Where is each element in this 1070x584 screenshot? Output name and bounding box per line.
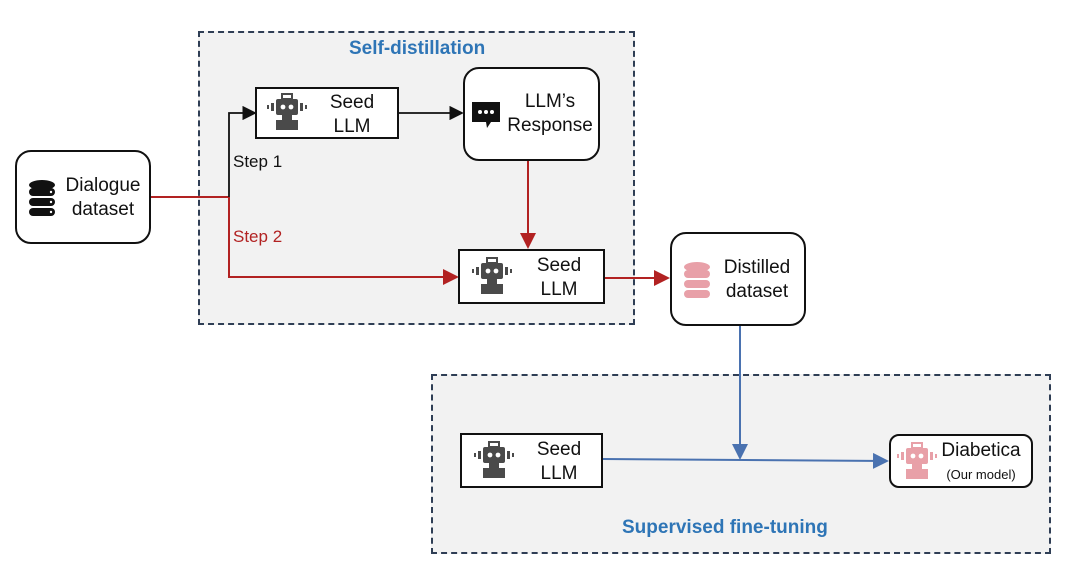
seed-llm-2-line2: LLM <box>540 279 578 300</box>
diabetica-line2: (Our model) <box>946 467 1016 482</box>
step2-label: Step 2 <box>233 227 283 246</box>
diabetica-line1: Diabetica <box>941 440 1021 461</box>
self-distillation-title: Self-distillation <box>349 38 486 59</box>
wire-step1 <box>228 105 257 197</box>
seed-llm-1-line1: Seed <box>329 92 375 113</box>
diabetica-node[interactable]: Diabetica (Our model) <box>889 434 1033 488</box>
distilled-dataset-line1: Distilled <box>723 257 791 278</box>
supervised-finetuning-title: Supervised fine-tuning <box>622 517 828 538</box>
llm-response-line1: LLM’s <box>524 91 576 112</box>
dialogue-dataset-line1: Dialogue <box>65 175 141 196</box>
robot-icon <box>474 441 514 478</box>
database-icon <box>29 180 55 216</box>
distilled-dataset-line2: dataset <box>725 281 789 302</box>
robot-icon <box>267 93 307 130</box>
seed-llm-3-line2: LLM <box>540 463 578 484</box>
dialogue-dataset-line2: dataset <box>71 199 135 220</box>
llm-response-node[interactable]: LLM’s Response <box>463 67 600 161</box>
robot-icon <box>897 442 937 479</box>
wire-seed3-to-diabetica <box>602 452 889 469</box>
seed-llm-3-line1: Seed <box>536 439 582 460</box>
llm-response-line2: Response <box>507 115 593 136</box>
seed-llm-node-3[interactable]: Seed LLM <box>460 433 603 488</box>
robot-icon <box>472 257 512 294</box>
seed-llm-2-line1: Seed <box>536 255 582 276</box>
chat-bubble-icon <box>472 102 500 128</box>
database-icon <box>684 262 710 298</box>
seed-llm-node-2[interactable]: Seed LLM <box>458 249 605 304</box>
distilled-dataset-node[interactable]: Distilled dataset <box>670 232 806 326</box>
seed-llm-node-1[interactable]: Seed LLM <box>255 87 399 139</box>
dialogue-dataset-node[interactable]: Dialogue dataset <box>15 150 151 244</box>
step1-label: Step 1 <box>233 152 283 171</box>
wire-step2 <box>228 197 459 285</box>
seed-llm-1-line2: LLM <box>333 116 371 137</box>
